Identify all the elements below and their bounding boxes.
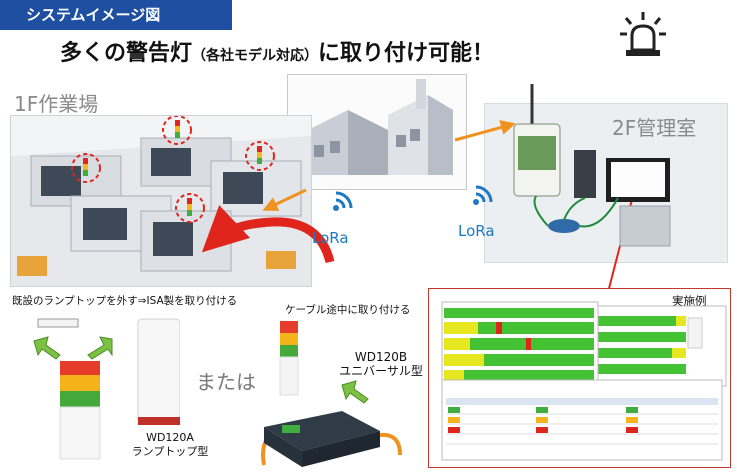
- lamp-amber: [60, 375, 100, 391]
- factory-building-illustration: [308, 79, 453, 175]
- report-table-sheet: [441, 379, 723, 461]
- signal-tower: [175, 120, 180, 138]
- wd120a-type: ランプトップ型: [131, 445, 209, 458]
- wireless-icon: [473, 185, 493, 205]
- wd120a-model: WD120A: [146, 431, 194, 444]
- wd120b-device: [264, 411, 380, 451]
- highlight-ring: [162, 116, 192, 145]
- green-arrow: [87, 336, 113, 360]
- signal-tower: [83, 158, 88, 176]
- headline-tail: に取り付け可能！: [318, 41, 495, 66]
- lamp-green: [60, 391, 100, 407]
- wd120b-type: ユニバーサル型: [339, 364, 423, 378]
- wd120a-device: [137, 318, 180, 424]
- headline-paren: （各社モデル対応）: [192, 48, 319, 64]
- signal-tower: [187, 198, 192, 216]
- tower-amber: [280, 333, 298, 345]
- banner-title: システムイメージ図: [0, 0, 232, 30]
- lamp-replacement-illustration: [33, 318, 180, 460]
- headline: 多くの警告灯（各社モデル対応）に取り付け可能！: [60, 35, 620, 67]
- wd120b-label: WD120B ユニバーサル型: [326, 350, 436, 378]
- green-arrow: [341, 380, 369, 404]
- note-existing-lamp: 既設のランプトップを外す⇒ISA製を取り付ける: [12, 295, 238, 307]
- zone-1f-label: 1F作業場: [14, 92, 99, 116]
- arrow-curved-red: [201, 205, 335, 264]
- arrow-1f-to-building: [262, 188, 307, 211]
- note-cable: ケーブル途中に取り付ける: [285, 304, 411, 316]
- dashboard-sheet-front: [441, 301, 599, 395]
- desk: [619, 205, 671, 247]
- machine: [210, 160, 302, 217]
- tower-red: [280, 321, 298, 333]
- signal-tower: [257, 146, 262, 164]
- warning-light-icon: [620, 12, 666, 56]
- universal-device-illustration: [261, 321, 402, 467]
- highlight-ring: [245, 141, 275, 171]
- zone-2f-label: 2F管理室: [612, 116, 697, 140]
- management-equipment: [513, 84, 671, 247]
- router: [548, 219, 580, 233]
- example-dashboard-screenshots: [441, 301, 727, 461]
- example-label: 実施例: [672, 294, 707, 308]
- tower-green: [280, 345, 298, 357]
- wd120a-label: WD120A ランプトップ型: [120, 431, 220, 459]
- highlight-ring: [71, 153, 101, 183]
- or-label: または: [196, 370, 256, 394]
- arrow-building-to-2f: [454, 120, 516, 142]
- green-arrow: [33, 336, 61, 360]
- removed-lamp-top: [37, 318, 79, 328]
- lora-label-left: LoRa: [312, 229, 349, 247]
- dashboard-sheet-back: [545, 305, 727, 387]
- lamp-red: [60, 361, 100, 375]
- factory-building: [287, 74, 467, 190]
- server-tower: [574, 150, 596, 198]
- wd120b-model: WD120B: [354, 350, 408, 364]
- lora-label-right: LoRa: [458, 222, 495, 240]
- wireless-icon: [333, 191, 353, 211]
- headline-main: 多くの警告灯: [60, 41, 193, 66]
